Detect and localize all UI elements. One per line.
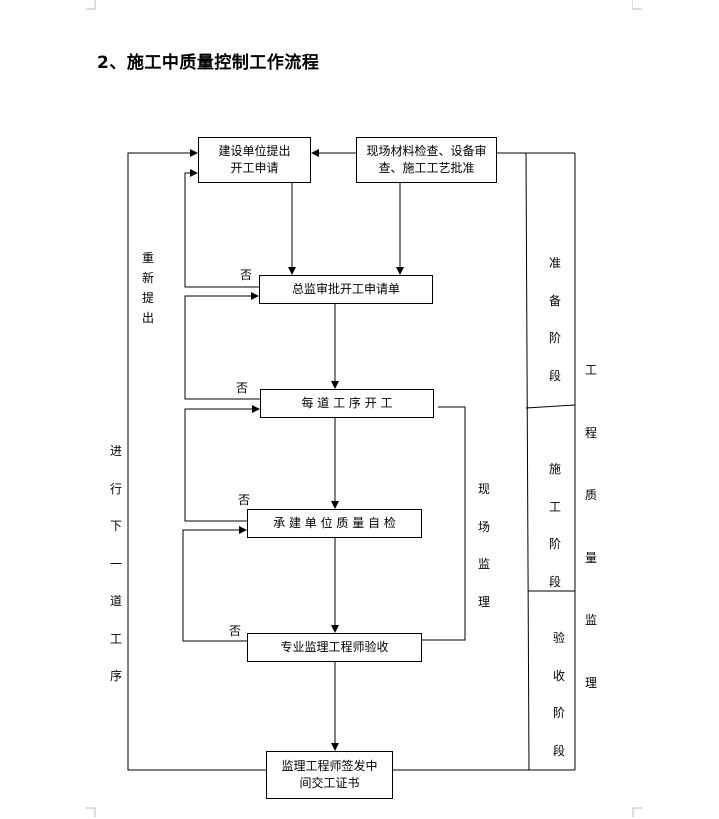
loop-process-rejected [184, 292, 260, 400]
start-application-box: 建设单位提出 开工申请 [198, 137, 311, 183]
engineer-acceptance-box: 专业监理工程师验收 [247, 633, 422, 662]
crop-mark-top-right [632, 0, 642, 10]
crop-mark-bottom-left [86, 807, 96, 817]
loop-approval-rejected [184, 169, 260, 288]
loop-acceptance-rejected [182, 526, 248, 642]
process-start-box: 每 道 工 序 开 工 [260, 389, 434, 418]
phase-overall-label: 工程质量监理 [584, 363, 597, 690]
crop-mark-bottom-right [632, 807, 642, 817]
section-title: 2、施工中质量控制工作流程 [97, 53, 320, 73]
no-label-process: 否 [236, 381, 249, 395]
phase-inner-line [525, 152, 530, 771]
chief-approval-box: 总监审批开工申请单 [259, 275, 433, 304]
no-label-approval: 否 [240, 268, 253, 282]
self-inspection-box: 承 建 单 位 质 量 自 检 [247, 509, 422, 538]
no-label-acceptance: 否 [229, 624, 242, 638]
crop-mark-top-left [86, 0, 96, 10]
site-supervision-bracket [422, 406, 466, 641]
loop-self-inspection-rejected [184, 405, 260, 522]
next-process-label: 进行下一道工序 [109, 444, 122, 683]
resubmit-label: 重新提出 [141, 251, 154, 325]
phase-divider-1 [525, 404, 576, 409]
phase-preparation-label: 准备阶段 [548, 256, 561, 383]
site-inspection-box: 现场材料检查、设备审 查、施工工艺批准 [356, 137, 497, 183]
loop-next-process [127, 149, 266, 771]
phase-acceptance-label: 验收阶段 [552, 631, 565, 758]
certificate-box: 监理工程师签发中 间交工证书 [266, 751, 393, 799]
no-label-self-inspection: 否 [238, 493, 251, 507]
site-supervision-label: 现场监理 [477, 482, 490, 609]
phase-construction-label: 施工阶段 [548, 462, 561, 589]
